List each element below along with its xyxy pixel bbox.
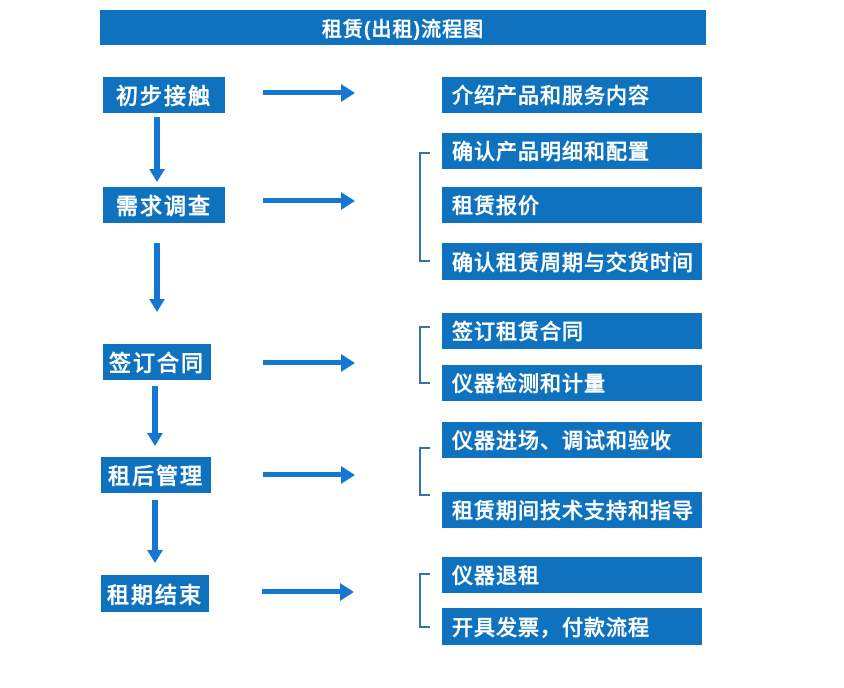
detail-box-instrument-testing: 仪器检测和计量 — [442, 365, 702, 401]
group-bracket-lease-end — [419, 573, 430, 628]
detail-box-invoice-payment: 开具发票，付款流程 — [442, 608, 702, 645]
down-arrow-2 — [154, 243, 160, 299]
right-arrow-1 — [263, 90, 341, 95]
detail-box-confirm-product-config: 确认产品明细和配置 — [442, 133, 702, 169]
group-bracket-post-rental-management — [419, 447, 430, 496]
right-arrow-5 — [262, 589, 340, 594]
detail-box-rental-quote: 租赁报价 — [442, 187, 702, 223]
detail-box-instrument-return: 仪器退租 — [442, 557, 702, 593]
right-arrow-4 — [263, 472, 341, 477]
detail-box-introduce-products: 介绍产品和服务内容 — [442, 77, 702, 113]
right-arrow-2 — [263, 198, 341, 203]
title-bar: 租赁(出租)流程图 — [100, 10, 706, 45]
stage-box-lease-end: 租期结束 — [101, 575, 209, 612]
down-arrow-3 — [152, 386, 158, 433]
detail-box-instrument-setup: 仪器进场、调试和验收 — [442, 422, 702, 458]
detail-box-confirm-period-delivery: 确认租赁周期与交货时间 — [442, 243, 702, 280]
detail-box-sign-rental-contract: 签订租赁合同 — [442, 313, 702, 349]
down-arrow-4 — [152, 500, 158, 550]
detail-box-tech-support: 租赁期间技术支持和指导 — [442, 492, 702, 528]
group-bracket-sign-contract — [419, 326, 430, 384]
stage-box-initial-contact: 初步接触 — [103, 77, 225, 113]
stage-box-post-rental-management: 租后管理 — [101, 457, 211, 493]
page-title: 租赁(出租)流程图 — [321, 19, 485, 41]
down-arrow-1 — [154, 117, 160, 169]
group-bracket-demand-survey — [419, 152, 430, 262]
stage-box-demand-survey: 需求调查 — [103, 187, 225, 223]
right-arrow-3 — [263, 360, 341, 365]
stage-box-sign-contract: 签订合同 — [103, 344, 211, 380]
